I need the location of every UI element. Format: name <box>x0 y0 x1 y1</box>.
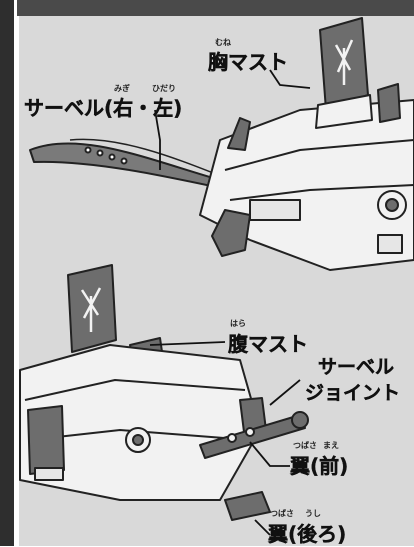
wing-back-ruby-back: うし <box>305 509 321 518</box>
leader-saber <box>154 109 161 170</box>
wing-back-label: 翼(後ろ) <box>268 522 347 546</box>
lower-body <box>19 344 261 501</box>
wing-back-ruby-wing: つばさ <box>270 509 294 518</box>
rear-wing-shape <box>224 491 271 521</box>
saber-joint-label-line1: サーベル <box>318 356 395 378</box>
upper-module <box>29 17 414 271</box>
chest-mast-ruby: むね <box>215 38 231 47</box>
top-bar <box>0 0 414 16</box>
wing-front-ruby-wing: つばさ <box>293 441 317 450</box>
wing-front-ruby-front: まえ <box>323 441 339 450</box>
left-bar <box>0 0 17 546</box>
saber-label: サーベル(右・左) <box>24 96 183 120</box>
leader-chest-mast <box>269 69 311 89</box>
belly-mast-ruby: はら <box>230 319 246 328</box>
saber-ruby-left: ひだり <box>152 84 176 93</box>
wing-front-label: 翼(前) <box>290 454 349 478</box>
leader-saber-joint <box>269 379 301 406</box>
saber-blade-upper <box>29 142 231 191</box>
front-wing-rod <box>199 414 306 459</box>
belly-mast-label: 腹マスト <box>228 332 308 356</box>
saber-joint-label-line2: ジョイント <box>305 382 401 404</box>
saber-ruby-right: みぎ <box>114 84 130 93</box>
leader-wing-back <box>254 519 271 536</box>
chest-mast-label: 胸マスト <box>208 50 288 74</box>
lower-module <box>19 264 309 521</box>
leader-belly-mast <box>149 341 226 346</box>
leader-wing-front <box>249 441 290 467</box>
upper-leg <box>211 209 251 257</box>
